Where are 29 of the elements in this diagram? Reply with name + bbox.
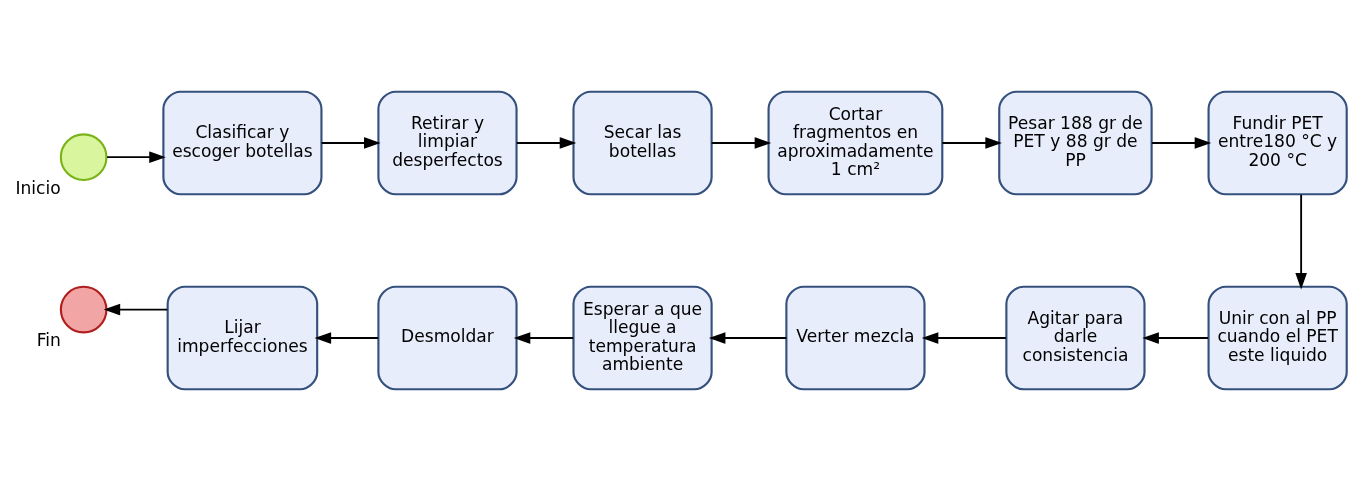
node-circle xyxy=(59,285,108,334)
node-box: Secar las botellas xyxy=(572,90,713,196)
node-label: Inicio xyxy=(15,177,61,198)
node-box: Verter mezcla xyxy=(785,285,926,391)
node-label: Fin xyxy=(36,330,61,351)
node-box: Esperar a que llegue a temperatura ambiente xyxy=(572,285,713,391)
arrow xyxy=(710,137,772,149)
node-box: Cortar fragmentos en aproximadamente 1 cm² xyxy=(767,90,944,196)
node-box: Retirar y limpiar desperfectos xyxy=(377,90,518,196)
node-box: Desmoldar xyxy=(377,285,518,391)
arrow xyxy=(515,137,577,149)
arrow xyxy=(314,332,379,344)
node-box: Unir con al PP cuando el PET este liquido xyxy=(1207,285,1348,391)
arrow xyxy=(941,137,1002,149)
arrow xyxy=(1142,332,1209,344)
arrow xyxy=(1150,137,1212,149)
arrow xyxy=(320,137,381,149)
node-box: Agitar para darle consistencia xyxy=(1005,285,1146,391)
node-box: Lijar imperfecciones xyxy=(166,285,319,391)
node-circle xyxy=(59,133,108,182)
arrow xyxy=(513,332,575,344)
arrow xyxy=(1295,193,1307,290)
arrow xyxy=(103,303,169,316)
node-box: Pesar 188 gr de PET y 88 gr de PP xyxy=(998,90,1153,196)
node-box: Fundir PET entre180 °C y 200 °C xyxy=(1207,90,1348,196)
node-box: Clasificar y escoger botellas xyxy=(162,90,323,196)
arrow xyxy=(106,151,166,163)
arrow xyxy=(921,332,1007,344)
arrow xyxy=(708,332,788,344)
